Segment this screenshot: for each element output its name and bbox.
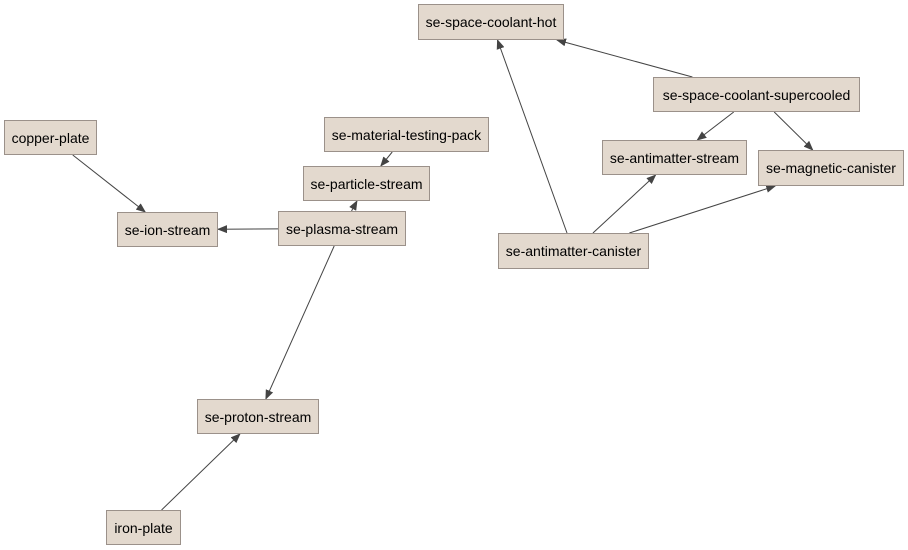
node-se-antimatter-canister[interactable]: se-antimatter-canister xyxy=(498,233,649,269)
edge-se_antimatter_canister-to-se_magnetic_canister xyxy=(629,184,777,234)
node-se-antimatter-stream[interactable]: se-antimatter-stream xyxy=(602,140,747,175)
edge-se_material_testing_pack-to-se_particle_stream xyxy=(380,151,393,167)
edge-se_antimatter_canister-to-se_space_coolant_hot xyxy=(496,39,568,234)
node-se-magnetic-canister[interactable]: se-magnetic-canister xyxy=(758,150,904,186)
edge-se_space_coolant_supercooled-to-se_magnetic_canister xyxy=(773,111,814,151)
edge-se_plasma_stream-to-se_particle_stream xyxy=(349,200,358,212)
edge-se_antimatter_canister-to-se_antimatter_stream xyxy=(592,174,657,234)
edge-se_plasma_stream-to-se_proton_stream xyxy=(265,245,335,400)
node-iron-plate[interactable]: iron-plate xyxy=(106,510,181,545)
edge-iron_plate-to-se_proton_stream xyxy=(161,433,241,511)
node-se-material-testing-pack[interactable]: se-material-testing-pack xyxy=(324,117,489,152)
node-se-space-coolant-hot[interactable]: se-space-coolant-hot xyxy=(418,4,564,40)
node-se-space-coolant-supercooled[interactable]: se-space-coolant-supercooled xyxy=(653,77,860,112)
node-se-ion-stream[interactable]: se-ion-stream xyxy=(117,212,218,247)
edge-se_space_coolant_supercooled-to-se_space_coolant_hot xyxy=(555,38,693,78)
node-se-plasma-stream[interactable]: se-plasma-stream xyxy=(278,211,406,246)
edge-se_space_coolant_supercooled-to-se_antimatter_stream xyxy=(696,111,735,141)
node-copper-plate[interactable]: copper-plate xyxy=(4,120,97,155)
node-se-proton-stream[interactable]: se-proton-stream xyxy=(197,399,319,434)
node-se-particle-stream[interactable]: se-particle-stream xyxy=(303,166,430,201)
edge-copper_plate-to-se_ion_stream xyxy=(72,154,147,213)
